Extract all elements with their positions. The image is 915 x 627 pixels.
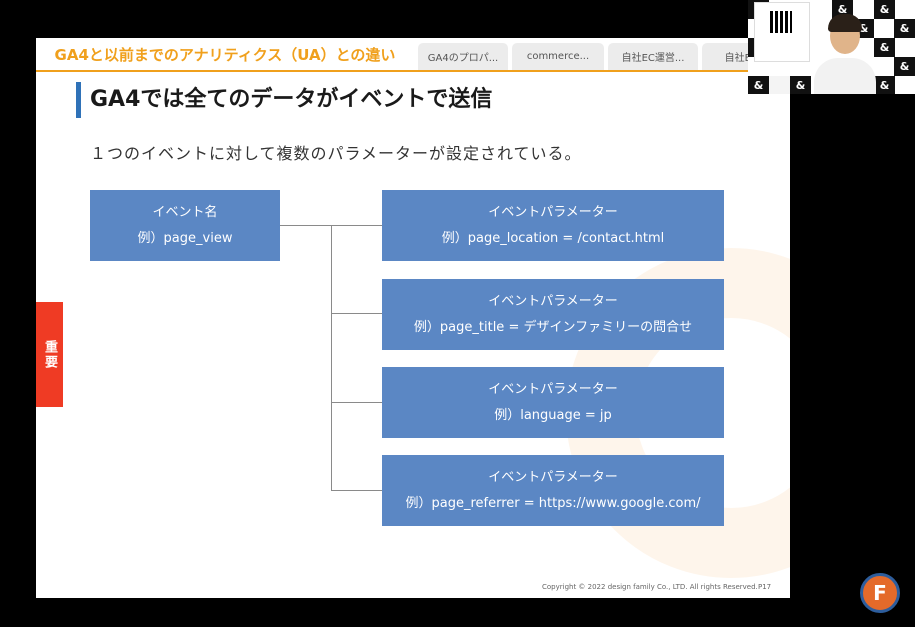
qr-code-icon <box>770 11 792 33</box>
logo-tile: & <box>874 76 895 94</box>
logo-tile: & <box>874 0 895 19</box>
presenter-hair <box>828 14 862 32</box>
parameter-heading: イベントパラメーター <box>488 204 618 220</box>
connector-branch-1 <box>331 225 382 226</box>
presenter-video <box>814 14 876 94</box>
page-number: P17 <box>758 583 772 591</box>
event-name-example: 例）page_view <box>137 230 233 246</box>
connector-branch-4 <box>331 490 382 491</box>
copyright-text: Copyright © 2022 design family Co., LTD.… <box>542 583 758 591</box>
connector-branch-2 <box>331 313 382 314</box>
tab-underline <box>36 70 790 72</box>
parameter-heading: イベントパラメーター <box>488 293 618 309</box>
logo-tile: & <box>790 76 811 94</box>
logo-tile: & <box>894 57 915 76</box>
parameter-example: 例）page_location = /contact.html <box>441 230 665 246</box>
parameter-example: 例）language = jp <box>494 407 612 423</box>
event-parameter-box: イベントパラメーター 例）language = jp <box>382 367 724 438</box>
connector-vertical <box>331 225 332 491</box>
event-parameter-box: イベントパラメーター 例）page_location = /contact.ht… <box>382 190 724 261</box>
slide-title: GA4では全てのデータがイベントで送信 <box>90 87 493 112</box>
tab-active[interactable]: GA4と以前までのアナリティクス（UA）との違い <box>36 38 414 70</box>
connector-branch-3 <box>331 402 382 403</box>
logo-tile: & <box>894 19 915 38</box>
tab-commerce[interactable]: commerce... <box>512 43 604 70</box>
event-parameter-box: イベントパラメーター 例）page_title = デザインファミリーの問合せ <box>382 279 724 350</box>
logo-tile: & <box>748 76 769 94</box>
event-name-box: イベント名 例）page_view <box>90 190 280 261</box>
connector-horizontal <box>280 225 332 226</box>
logo-tile: & <box>874 38 895 57</box>
parameter-example: 例）page_title = デザインファミリーの問合せ <box>413 319 693 335</box>
parameter-heading: イベントパラメーター <box>488 381 618 397</box>
parameter-heading: イベントパラメーター <box>488 469 618 485</box>
tab-ec-operation[interactable]: 自社EC運営... <box>608 43 698 70</box>
title-accent-bar <box>76 82 81 118</box>
event-name-heading: イベント名 <box>152 204 218 220</box>
parameter-example: 例）page_referrer = https://www.google.com… <box>405 495 701 511</box>
qr-panel <box>754 2 810 62</box>
f-logo-icon: F <box>860 573 900 613</box>
tab-ga4-property[interactable]: GA4のプロパ... <box>418 43 508 70</box>
event-parameter-box: イベントパラメーター 例）page_referrer = https://www… <box>382 455 724 526</box>
webcam-overlay: & & & & & & & & & & & <box>748 0 915 94</box>
presentation-slide: GA4と以前までのアナリティクス（UA）との違い GA4のプロパ... comm… <box>36 38 790 598</box>
important-badge: 重要 <box>36 302 63 407</box>
slide-subtitle: １つのイベントに対して複数のパラメーターが設定されている。 <box>90 144 582 163</box>
logo-tile <box>769 76 790 94</box>
presenter-shirt <box>814 58 876 94</box>
